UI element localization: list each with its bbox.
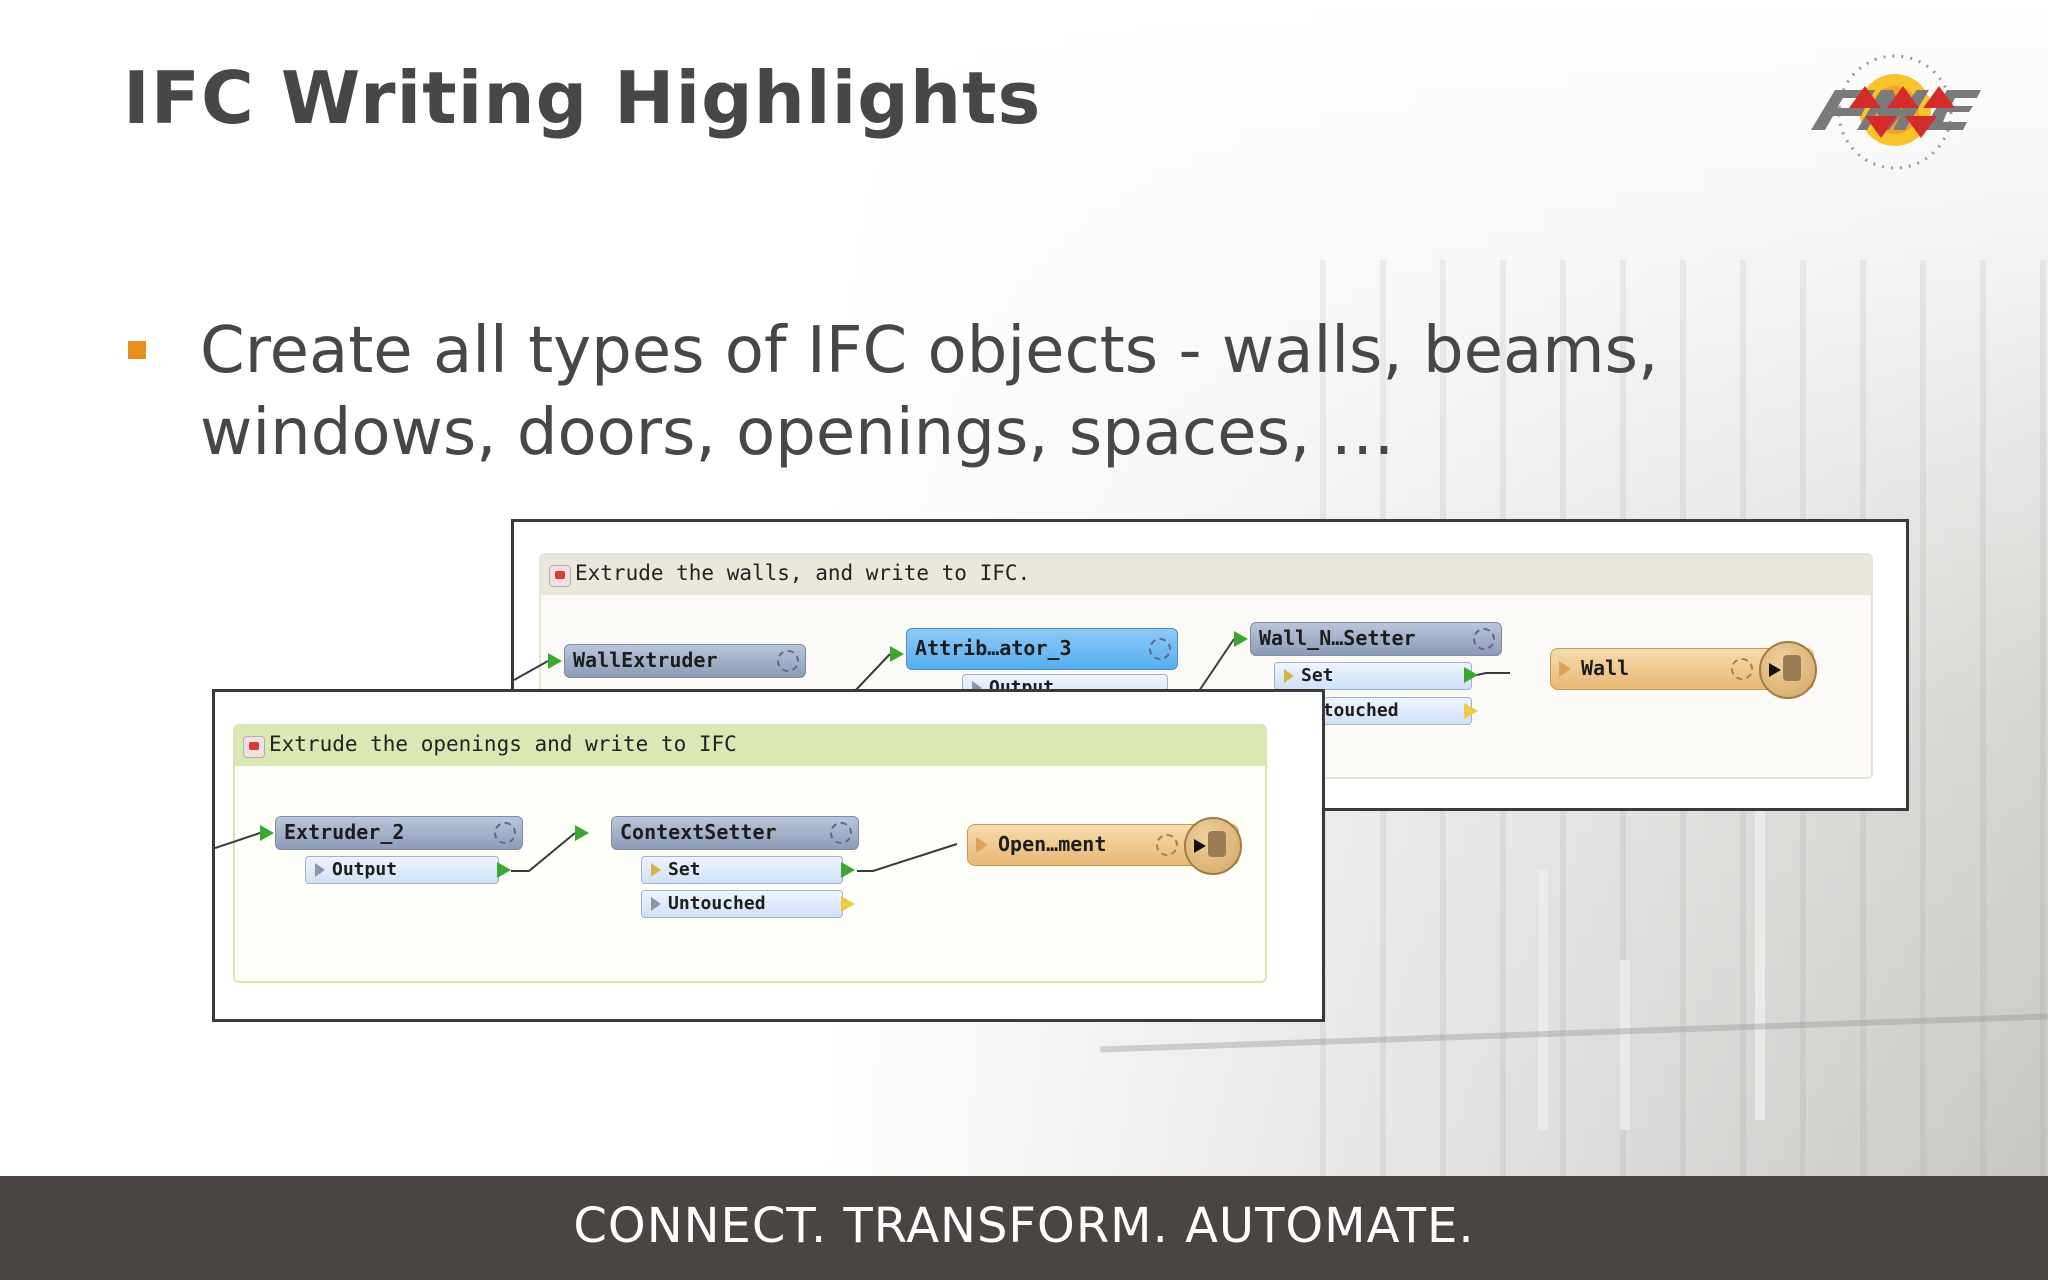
footer-bar: CONNECT. TRANSFORM. AUTOMATE. (0, 1176, 2048, 1280)
transformer-attributecreator[interactable]: Attrib…ator_3 (906, 628, 1178, 670)
bookmark-openings: Extrude the openings and write to IFC (233, 724, 1267, 983)
output-arrow-icon (841, 896, 855, 912)
transformer-label: Extruder_2 (284, 820, 405, 844)
workspace-screenshot-openings: Extrude the openings and write to IFC Ex… (212, 689, 1325, 1022)
transformer-label: Wall_N…Setter (1259, 626, 1416, 650)
bullet-marker (128, 341, 146, 359)
bookmark-label: Extrude the openings and write to IFC (269, 732, 737, 756)
gear-icon[interactable] (1156, 834, 1178, 856)
transformer-label: ContextSetter (620, 820, 777, 844)
port-triangle-icon (651, 863, 661, 877)
gear-icon[interactable] (494, 822, 516, 844)
connection-lines (215, 832, 958, 872)
output-arrow-icon (497, 862, 511, 878)
gear-icon[interactable] (830, 822, 852, 844)
bookmark-icon (549, 565, 571, 587)
input-port-icon (260, 825, 274, 841)
output-arrow-icon (1464, 667, 1478, 683)
bookmark-header: Extrude the walls, and write to IFC. (541, 555, 1871, 595)
bookmark-icon (243, 736, 265, 758)
background-pole (1755, 790, 1765, 1120)
writer-label: Wall (1581, 656, 1630, 680)
output-arrow-icon (1464, 703, 1478, 719)
gear-icon[interactable] (1731, 658, 1753, 680)
port-label: Set (668, 859, 701, 880)
gear-icon[interactable] (1149, 638, 1171, 660)
transformer-extruder[interactable]: Extruder_2 (275, 816, 523, 850)
gear-icon[interactable] (777, 650, 799, 672)
transformer-contextsetter[interactable]: ContextSetter (611, 816, 859, 850)
writer-feature-type-wall[interactable]: Wall (1550, 641, 1817, 699)
background-pole (1538, 870, 1548, 1130)
output-port-set[interactable]: Set (641, 856, 843, 884)
writer-label: Open…ment (998, 832, 1107, 856)
writer-database-icon (1184, 817, 1242, 875)
input-port-icon (548, 653, 562, 669)
output-port-untouched[interactable]: Untouched (641, 890, 843, 918)
bullet-text: Create all types of IFC objects - walls,… (200, 314, 1659, 470)
fme-logo-icon (1811, 54, 1981, 170)
input-port-icon (575, 825, 589, 841)
output-arrow-icon (841, 862, 855, 878)
port-label: Output (332, 859, 398, 880)
slide-title: IFC Writing Highlights (123, 56, 1042, 140)
port-label: Set (1301, 665, 1334, 686)
writer-feature-type-opening[interactable]: Open…ment (967, 817, 1242, 875)
port-triangle-icon (972, 681, 982, 695)
gear-icon[interactable] (1473, 628, 1495, 650)
transformer-label: WallExtruder (573, 648, 718, 672)
output-port[interactable]: Output (305, 856, 499, 884)
background-pole (1620, 960, 1630, 1130)
port-triangle-icon (315, 863, 325, 877)
writer-database-icon (1759, 641, 1817, 699)
transformer-wallsetter[interactable]: Wall_N…Setter (1250, 622, 1502, 656)
output-port-set[interactable]: Set (1274, 662, 1472, 690)
footer-tagline: CONNECT. TRANSFORM. AUTOMATE. (573, 1198, 1475, 1254)
writer-input-icon (1559, 661, 1571, 677)
port-label: Untouched (668, 893, 766, 914)
port-label: Untouched (1301, 700, 1399, 721)
port-triangle-icon (651, 897, 661, 911)
input-port-icon (890, 646, 904, 662)
bookmark-header: Extrude the openings and write to IFC (235, 726, 1265, 766)
transformer-label: Attrib…ator_3 (915, 636, 1072, 660)
bookmark-label: Extrude the walls, and write to IFC. (575, 561, 1031, 585)
writer-input-icon (976, 837, 988, 853)
port-triangle-icon (1284, 669, 1294, 683)
input-port-icon (1234, 631, 1248, 647)
transformer-wallextruder[interactable]: WallExtruder (564, 644, 806, 678)
